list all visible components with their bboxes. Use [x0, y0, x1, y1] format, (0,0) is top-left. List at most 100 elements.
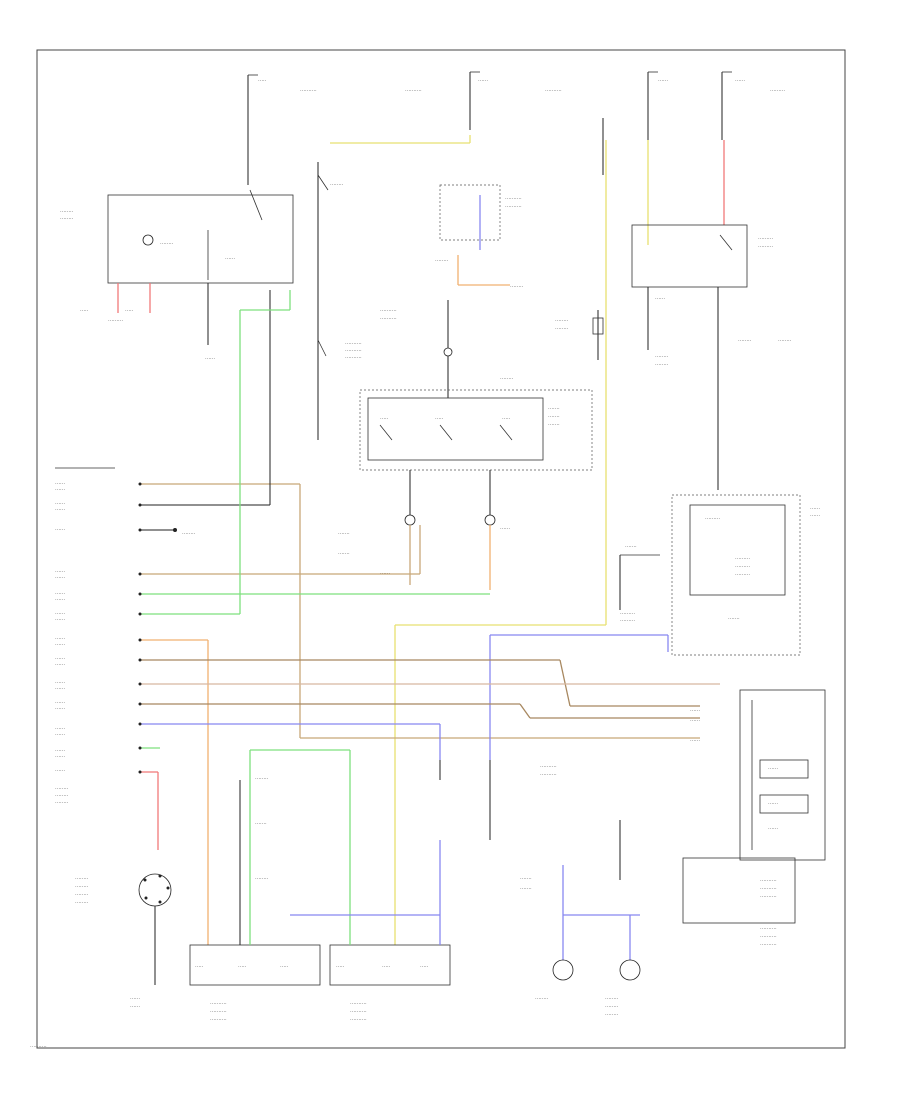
svg-text:······: ······ [205, 356, 215, 362]
svg-text:······: ······ [55, 617, 65, 623]
svg-text:··········: ·········· [350, 1017, 367, 1023]
svg-text:········: ········ [255, 876, 269, 882]
svg-text:·····: ····· [195, 964, 204, 970]
svg-text:······: ······ [55, 686, 65, 692]
svg-text:··········: ·········· [210, 1009, 227, 1015]
svg-text:······: ······ [55, 732, 65, 738]
svg-text:·········: ········· [735, 564, 750, 570]
svg-text:········: ········ [778, 338, 792, 344]
svg-text:··········: ·········· [760, 942, 777, 948]
svg-text:······: ······ [55, 591, 65, 597]
svg-text:······: ······ [55, 768, 65, 774]
svg-text:······: ······ [55, 642, 65, 648]
svg-text:·········: ········· [108, 318, 123, 324]
svg-text:·····: ····· [502, 416, 511, 422]
svg-text:······: ······ [55, 611, 65, 617]
svg-text:·········: ········· [735, 556, 750, 562]
svg-text:·····: ····· [435, 416, 444, 422]
svg-text:········: ········ [182, 531, 196, 537]
right-control-module: ······· ········· ········· ········· ··… [619, 494, 820, 656]
svg-text:······: ······ [130, 1004, 140, 1010]
svg-text:·······: ······· [548, 414, 560, 420]
svg-text:······: ······ [690, 738, 700, 744]
top-power-section: ····· ·········· ·········· ······ ·····… [247, 71, 785, 945]
svg-text:·········: ········· [620, 618, 635, 624]
svg-text:······: ······ [55, 680, 65, 686]
svg-text:······: ······ [55, 662, 65, 668]
svg-text:·······: ······· [520, 886, 532, 892]
svg-text:······: ······ [768, 801, 778, 807]
svg-text:··········: ·········· [760, 934, 777, 940]
svg-text:······: ······ [810, 506, 820, 512]
svg-text:······: ······ [55, 487, 65, 493]
svg-text:······: ······ [55, 706, 65, 712]
svg-text:·········: ········· [758, 244, 773, 250]
svg-text:··········: ·········· [380, 308, 397, 314]
svg-text:··········: ·········· [760, 926, 777, 932]
svg-text:·····: ····· [380, 416, 389, 422]
svg-text:·····: ····· [258, 78, 267, 84]
svg-text:········: ········ [738, 338, 752, 344]
svg-text:······: ······ [658, 78, 668, 84]
svg-text:·······: ······· [548, 422, 560, 428]
svg-text:··········: ·········· [760, 878, 777, 884]
svg-text:········: ········ [55, 786, 69, 792]
svg-text:·······: ······· [338, 531, 350, 537]
svg-text:······: ······ [690, 718, 700, 724]
svg-text:········: ········ [75, 884, 89, 890]
svg-text:········: ········ [605, 1004, 619, 1010]
svg-text:········: ········ [75, 892, 89, 898]
svg-text:·····: ····· [80, 308, 89, 314]
svg-text:········: ········ [330, 182, 344, 188]
svg-text:········: ········ [55, 800, 69, 806]
svg-text:··········: ·········· [540, 772, 557, 778]
svg-text:······: ······ [55, 700, 65, 706]
svg-text:·········: ········· [758, 236, 773, 242]
svg-text:·······: ······· [728, 616, 740, 622]
svg-text:·········: ········· [735, 572, 750, 578]
svg-text:·······: ······· [520, 876, 532, 882]
svg-text:··········: ·········· [545, 88, 562, 94]
svg-text:········: ········ [60, 216, 74, 222]
svg-text:··········: ·········· [345, 341, 362, 347]
svg-text:········: ········ [655, 354, 669, 360]
svg-text:······: ······ [55, 527, 65, 533]
svg-text:······: ······ [55, 507, 65, 513]
svg-text:········: ········ [435, 258, 449, 264]
svg-text:·······: ······· [548, 406, 560, 412]
svg-text:··········: ·········· [380, 316, 397, 322]
svg-text:········: ········ [55, 793, 69, 799]
svg-text:·······: ······· [625, 544, 637, 550]
svg-text:········: ········ [605, 996, 619, 1002]
svg-text:······: ······ [768, 766, 778, 772]
svg-text:··········: ·········· [345, 348, 362, 354]
main-relay-box: ········ ········ ········ ······ ····· … [60, 189, 294, 362]
svg-text:······: ······ [655, 296, 665, 302]
svg-text:······: ······ [55, 481, 65, 487]
svg-text:·····: ····· [125, 308, 134, 314]
svg-text:·······: ······· [338, 551, 350, 557]
svg-text:········: ········ [75, 876, 89, 882]
svg-text:······: ······ [55, 575, 65, 581]
svg-text:······: ······ [225, 256, 235, 262]
figure-code: ·········· [30, 1044, 47, 1050]
svg-text:··········: ·········· [350, 1001, 367, 1007]
svg-text:·········: ········· [620, 611, 635, 617]
svg-text:······: ······ [55, 656, 65, 662]
svg-text:··········: ·········· [210, 1001, 227, 1007]
svg-text:··········: ·········· [350, 1009, 367, 1015]
svg-text:······: ······ [690, 708, 700, 714]
ecm-connector-wires: ············ ············ ······ ·······… [55, 290, 720, 945]
svg-text:··········: ·········· [760, 886, 777, 892]
svg-text:·····: ····· [336, 964, 345, 970]
diagram-frame [36, 49, 846, 1049]
svg-text:·····: ····· [238, 964, 247, 970]
svg-text:·······: ······· [255, 821, 267, 827]
svg-text:······: ······ [55, 726, 65, 732]
instrument-cluster: ······ ······ ······ ······ ······ ·····… [682, 689, 826, 948]
svg-text:········: ········ [555, 318, 569, 324]
svg-text:······: ······ [768, 826, 778, 832]
switch-upper-left: ········ ·········· ·········· ·········… [317, 162, 362, 440]
svg-text:······: ······ [478, 78, 488, 84]
